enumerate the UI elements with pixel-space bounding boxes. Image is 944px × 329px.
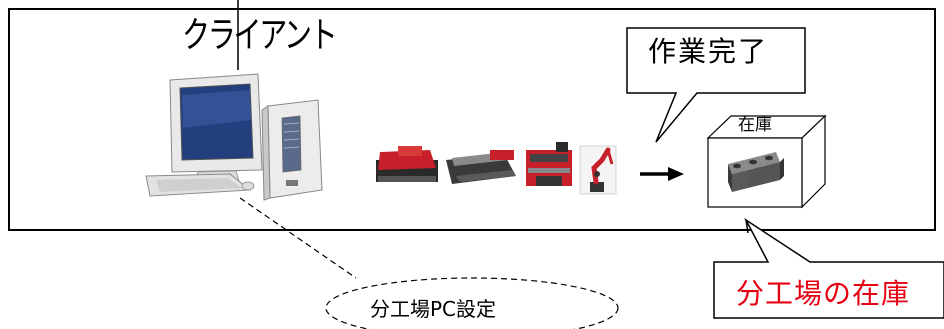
branch-inventory-callout xyxy=(713,217,944,319)
parts-block-icon xyxy=(728,152,784,192)
client-area-frame xyxy=(8,8,936,231)
work-complete-callout xyxy=(626,27,806,143)
desktop-pc-icon xyxy=(145,73,323,201)
work-complete-label: 作業完了 xyxy=(648,35,769,68)
pc-setting-ellipse xyxy=(325,277,619,329)
turret-punch-press-icon xyxy=(376,146,438,182)
welding-robot-icon xyxy=(579,145,617,195)
inventory-box-icon xyxy=(706,114,827,209)
laser-cutter-icon xyxy=(446,150,516,184)
press-brake-icon xyxy=(526,142,572,186)
client-label: クライアント xyxy=(182,15,338,56)
dashed-connector xyxy=(239,197,357,279)
right-arrow-icon xyxy=(640,167,684,181)
connector-line xyxy=(745,219,749,234)
inventory-label: 在庫 xyxy=(738,115,772,135)
branch-inventory-label: 分工場の在庫 xyxy=(736,277,911,310)
branch-pc-setting-label: 分工場PC設定 xyxy=(370,297,497,321)
